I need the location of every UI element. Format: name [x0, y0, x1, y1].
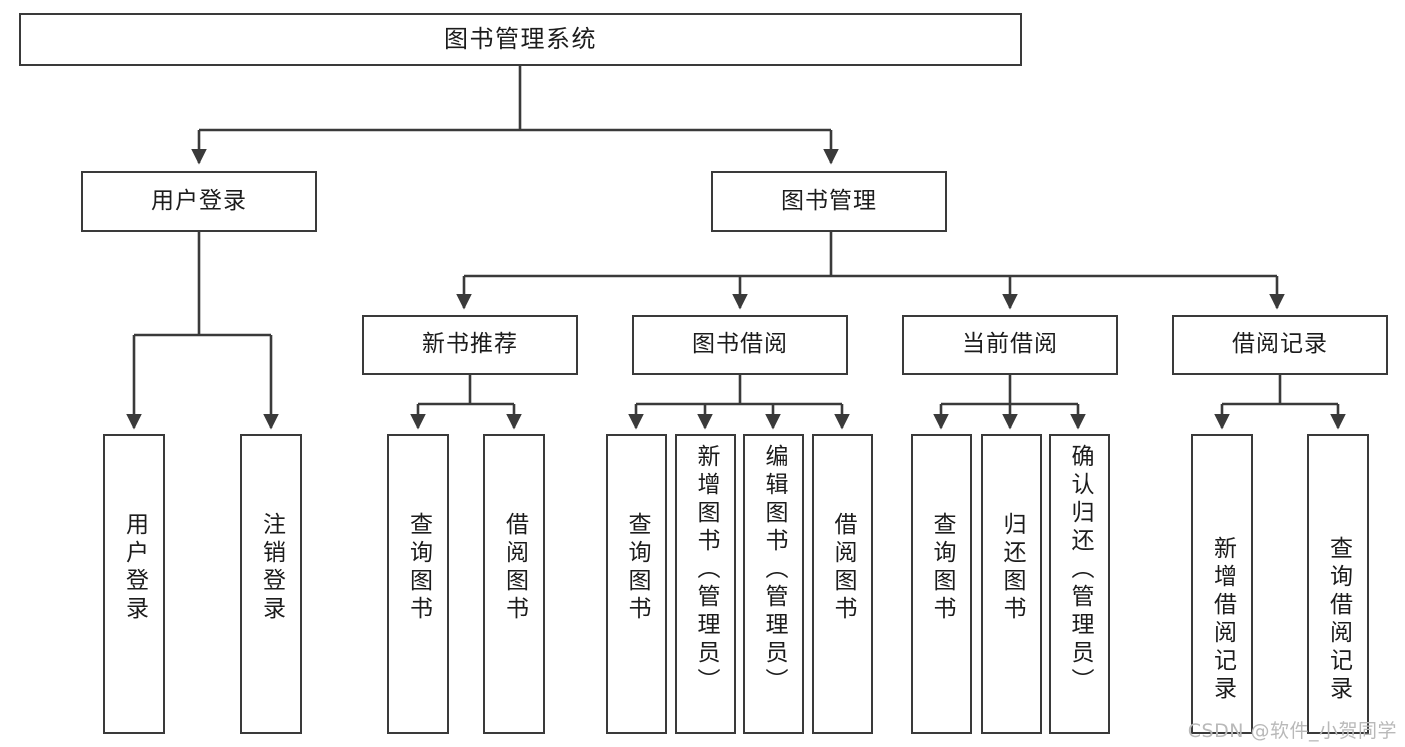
node-label: 图书管理 — [781, 187, 877, 214]
node-label: 确认归还（管理员） — [1067, 444, 1093, 696]
leaf-current-return-book[interactable]: 归还图书 — [981, 434, 1042, 734]
node-label: 新书推荐 — [422, 331, 518, 358]
leaf-borrow-borrow-book[interactable]: 借阅图书 — [812, 434, 873, 734]
leaf-user-login-signin[interactable]: 用户登录 — [103, 434, 165, 734]
node-label: 注销登录 — [258, 512, 285, 624]
node-label: 用户登录 — [121, 512, 148, 624]
node-book-borrow[interactable]: 图书借阅 — [632, 315, 848, 375]
leaf-current-confirm-return[interactable]: 确认归还（管理员） — [1049, 434, 1110, 734]
leaf-borrow-edit-book[interactable]: 编辑图书（管理员） — [743, 434, 804, 734]
node-user-login[interactable]: 用户登录 — [81, 171, 317, 232]
node-label: 新增借阅记录 — [1209, 536, 1236, 704]
leaf-current-query-book[interactable]: 查询图书 — [911, 434, 972, 734]
node-label: 编辑图书（管理员） — [761, 444, 787, 696]
node-label: 新增图书（管理员） — [693, 444, 719, 696]
node-label: 查询图书 — [929, 512, 955, 624]
node-label: 归还图书 — [999, 512, 1025, 624]
leaf-borrow-query-book[interactable]: 查询图书 — [606, 434, 667, 734]
leaf-new-book-borrow[interactable]: 借阅图书 — [483, 434, 545, 734]
node-label: 借阅图书 — [830, 512, 856, 624]
node-new-book-recommend[interactable]: 新书推荐 — [362, 315, 578, 375]
node-label: 借阅记录 — [1232, 331, 1328, 358]
node-label: 图书管理系统 — [444, 25, 597, 54]
csdn-watermark: CSDN @软件_小贺同学 — [1187, 720, 1397, 742]
leaf-new-book-query[interactable]: 查询图书 — [387, 434, 449, 734]
leaf-user-login-signout[interactable]: 注销登录 — [240, 434, 302, 734]
node-label: 借阅图书 — [501, 512, 528, 624]
leaf-record-query[interactable]: 查询借阅记录 — [1307, 434, 1369, 734]
node-label: 查询借阅记录 — [1325, 536, 1352, 704]
node-label: 当前借阅 — [962, 331, 1058, 358]
node-book-management[interactable]: 图书管理 — [711, 171, 947, 232]
node-current-borrow[interactable]: 当前借阅 — [902, 315, 1118, 375]
node-root-system[interactable]: 图书管理系统 — [19, 13, 1022, 66]
leaf-record-add[interactable]: 新增借阅记录 — [1191, 434, 1253, 734]
node-label: 查询图书 — [624, 512, 650, 624]
node-label: 图书借阅 — [692, 331, 788, 358]
node-label: 用户登录 — [151, 187, 247, 214]
node-label: 查询图书 — [405, 512, 432, 624]
node-borrow-record[interactable]: 借阅记录 — [1172, 315, 1388, 375]
leaf-borrow-add-book[interactable]: 新增图书（管理员） — [675, 434, 736, 734]
